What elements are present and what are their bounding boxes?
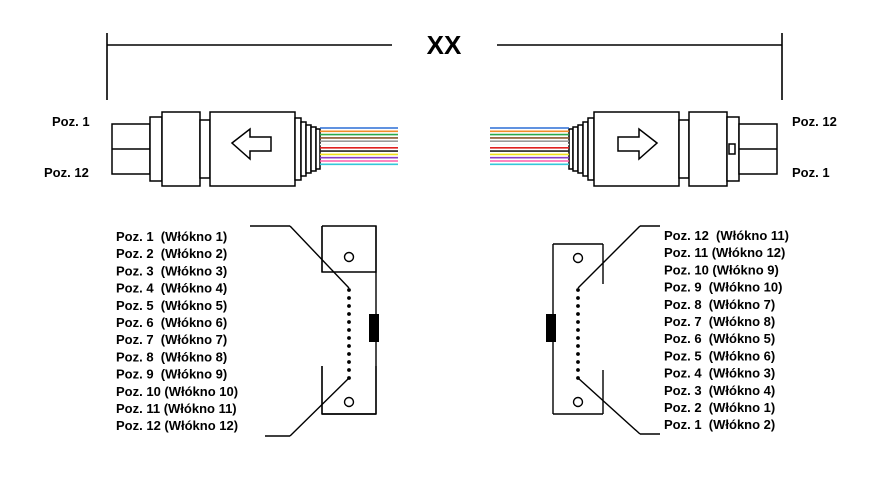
fiber-dot — [347, 352, 351, 356]
fiber-dot — [347, 368, 351, 372]
right-fiber-dots — [576, 288, 580, 380]
fiber-dot — [576, 376, 580, 380]
dimension-label: XX — [427, 30, 462, 60]
right-connector — [568, 111, 778, 187]
left-pinout-item: Poz. 5 (Włókno 5) — [116, 298, 227, 313]
right-pinout-item: Poz. 1 (Włókno 2) — [664, 417, 775, 432]
left-pinout-item: Poz. 11 (Włókno 11) — [116, 401, 237, 416]
right-pinout-item: Poz. 6 (Włókno 5) — [664, 331, 775, 346]
right-pinout-item: Poz. 9 (Włókno 10) — [664, 280, 782, 295]
fiber-dot — [347, 304, 351, 308]
fiber-dot — [347, 320, 351, 324]
left-pinout-item: Poz. 2 (Włókno 2) — [116, 246, 227, 261]
fiber-dot — [576, 352, 580, 356]
right-fiber-bundle — [490, 127, 569, 166]
fiber-dot — [576, 320, 580, 324]
left-ferrule-face — [250, 225, 377, 437]
fiber-dot — [347, 360, 351, 364]
fiber-dot — [347, 336, 351, 340]
right-pinout-item: Poz. 2 (Włókno 1) — [664, 400, 775, 415]
right-key-icon — [546, 314, 556, 342]
left-connector-top-label: Poz. 1 — [52, 114, 90, 129]
fiber-dot — [347, 296, 351, 300]
left-pinout-item: Poz. 10 (Włókno 10) — [116, 384, 238, 399]
right-connector-bottom-label: Poz. 1 — [792, 165, 830, 180]
left-pinout-item: Poz. 9 (Włókno 9) — [116, 367, 227, 382]
right-pinout-item: Poz. 12 (Włókno 11) — [664, 228, 789, 243]
fiber-dot — [347, 376, 351, 380]
fiber-dot — [576, 296, 580, 300]
left-pinout-list: Poz. 1 (Włókno 1) Poz. 2 (Włókno 2) Poz. 3… — [116, 229, 238, 433]
left-connector — [111, 111, 321, 187]
left-connector-bottom-label: Poz. 12 — [44, 165, 89, 180]
left-pinout-item: Poz. 1 (Włókno 1) — [116, 229, 227, 244]
right-pinout-item: Poz. 4 (Włókno 3) — [664, 366, 775, 381]
left-arrow-icon — [230, 127, 272, 161]
fiber-dot — [576, 360, 580, 364]
fiber-dot — [576, 304, 580, 308]
fiber-dot — [576, 336, 580, 340]
fiber-dot — [576, 344, 580, 348]
left-pinout-item: Poz. 3 (Włókno 3) — [116, 263, 227, 278]
right-pinout-list: Poz. 12 (Włókno 11) Poz. 11 (Włókno 12) Po… — [664, 228, 789, 432]
right-pinout-item: Poz. 8 (Włókno 7) — [664, 297, 775, 312]
left-pinout-item: Poz. 7 (Włókno 7) — [116, 332, 227, 347]
right-connector-top-label: Poz. 12 — [792, 114, 837, 129]
fiber-dot — [576, 312, 580, 316]
right-pinout-item: Poz. 7 (Włókno 8) — [664, 314, 775, 329]
fiber-dot — [576, 328, 580, 332]
left-pinout-item: Poz. 12 (Włókno 12) — [116, 418, 238, 433]
fiber-dot — [347, 312, 351, 316]
fiber-dot — [347, 328, 351, 332]
left-pinout-item: Poz. 8 (Włókno 8) — [116, 349, 227, 364]
fiber-dot — [576, 288, 580, 292]
fiber-dot — [576, 368, 580, 372]
left-pinout-item: Poz. 4 (Włókno 4) — [116, 281, 227, 296]
left-pinout-item: Poz. 6 (Włókno 6) — [116, 315, 227, 330]
left-key-icon — [369, 314, 379, 342]
right-arrow-icon — [617, 127, 659, 161]
right-pinout-item: Poz. 3 (Włókno 4) — [664, 383, 775, 398]
right-pinout-item: Poz. 5 (Włókno 6) — [664, 348, 775, 363]
right-pinout-item: Poz. 10 (Włókno 9) — [664, 262, 779, 277]
left-fiber-dots — [347, 288, 351, 380]
left-fiber-bundle — [320, 127, 398, 166]
dimension-line — [106, 33, 783, 100]
fiber-dot — [347, 344, 351, 348]
right-pinout-item: Poz. 11 (Włókno 12) — [664, 245, 785, 260]
right-ferrule-face — [552, 225, 660, 435]
fiber-dot — [347, 288, 351, 292]
